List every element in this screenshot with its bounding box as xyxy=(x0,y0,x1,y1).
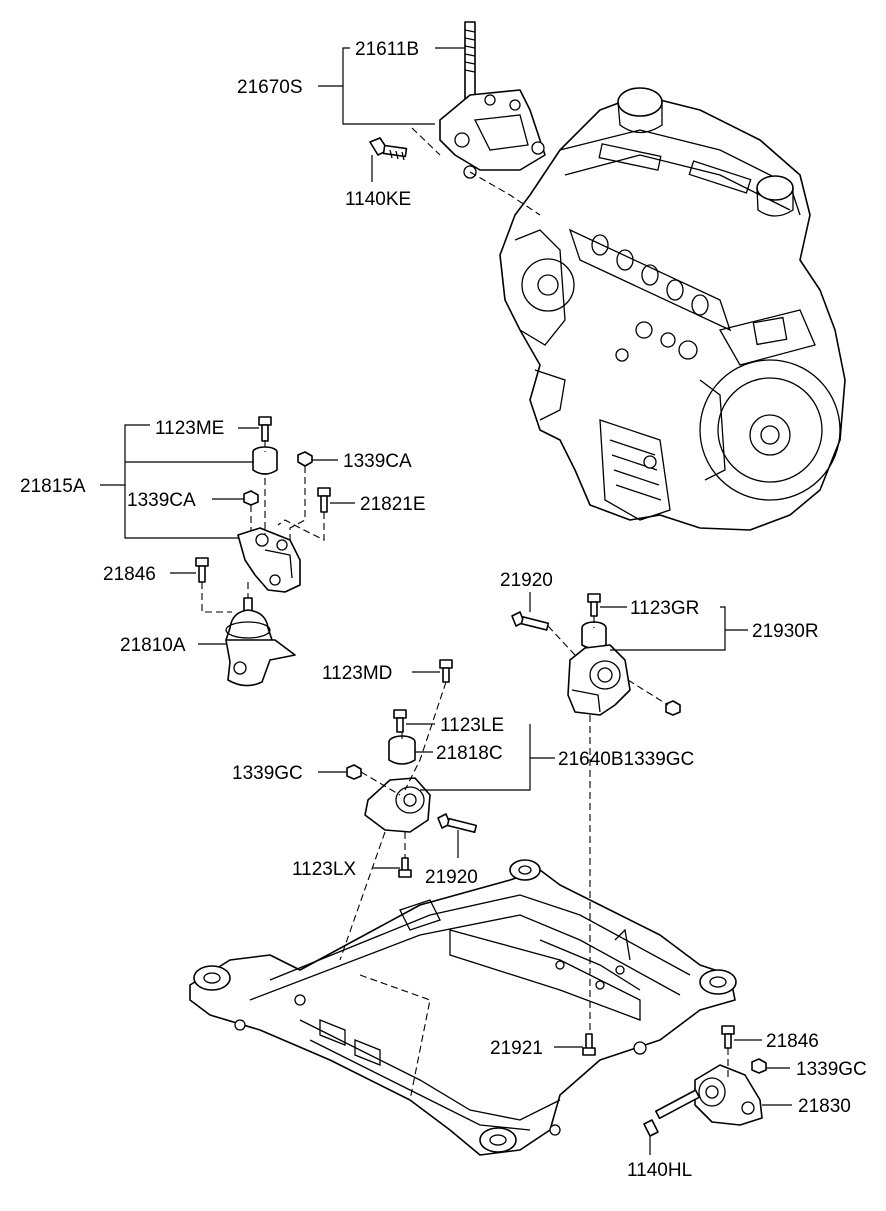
label-21821E: 21821E xyxy=(360,494,426,515)
leader-lines xyxy=(100,47,792,1155)
engine-assembly-drawing xyxy=(499,87,846,531)
label-21921: 21921 xyxy=(490,1038,543,1059)
label-21818C: 21818C xyxy=(436,743,503,764)
label-21670S: 21670S xyxy=(237,77,303,98)
label-21846-upper: 21846 xyxy=(103,564,156,585)
label-1123MD: 1123MD xyxy=(322,663,392,684)
label-21920-upper: 21920 xyxy=(500,570,553,591)
part-labels: 21611B 21670S 1140KE 1123ME 1339CA 21815… xyxy=(20,39,867,1181)
label-1339CA-upper: 1339CA xyxy=(343,451,412,472)
label-21810A: 21810A xyxy=(120,635,186,656)
alignment-lines xyxy=(201,127,729,1101)
label-21930R: 21930R xyxy=(752,621,819,642)
label-21846-lower: 21846 xyxy=(766,1031,819,1052)
label-1140HL: 1140HL xyxy=(627,1160,692,1181)
label-1123ME: 1123ME xyxy=(155,418,224,439)
label-21920-lower: 21920 xyxy=(425,867,478,888)
label-1140KE: 1140KE xyxy=(345,189,411,210)
bracket-21670S-drawing xyxy=(369,21,546,179)
label-21611B: 21611B xyxy=(355,39,419,60)
label-1123LX: 1123LX xyxy=(292,859,356,880)
label-21640B1339GC: 21640B1339GC xyxy=(558,749,694,770)
label-21830: 21830 xyxy=(798,1096,851,1117)
mount-21815A-drawing xyxy=(195,416,331,687)
label-1123GR: 1123GR xyxy=(630,598,699,619)
mount-21830-drawing xyxy=(643,1025,767,1137)
subframe-drawing xyxy=(189,859,737,1156)
mount-21640B-drawing xyxy=(346,659,478,878)
label-1123LE: 1123LE xyxy=(440,715,504,736)
label-21815A: 21815A xyxy=(20,476,86,497)
label-1339CA-lower: 1339CA xyxy=(127,490,196,511)
label-1339GC-left: 1339GC xyxy=(232,763,303,784)
label-1339GC-right: 1339GC xyxy=(796,1059,867,1080)
